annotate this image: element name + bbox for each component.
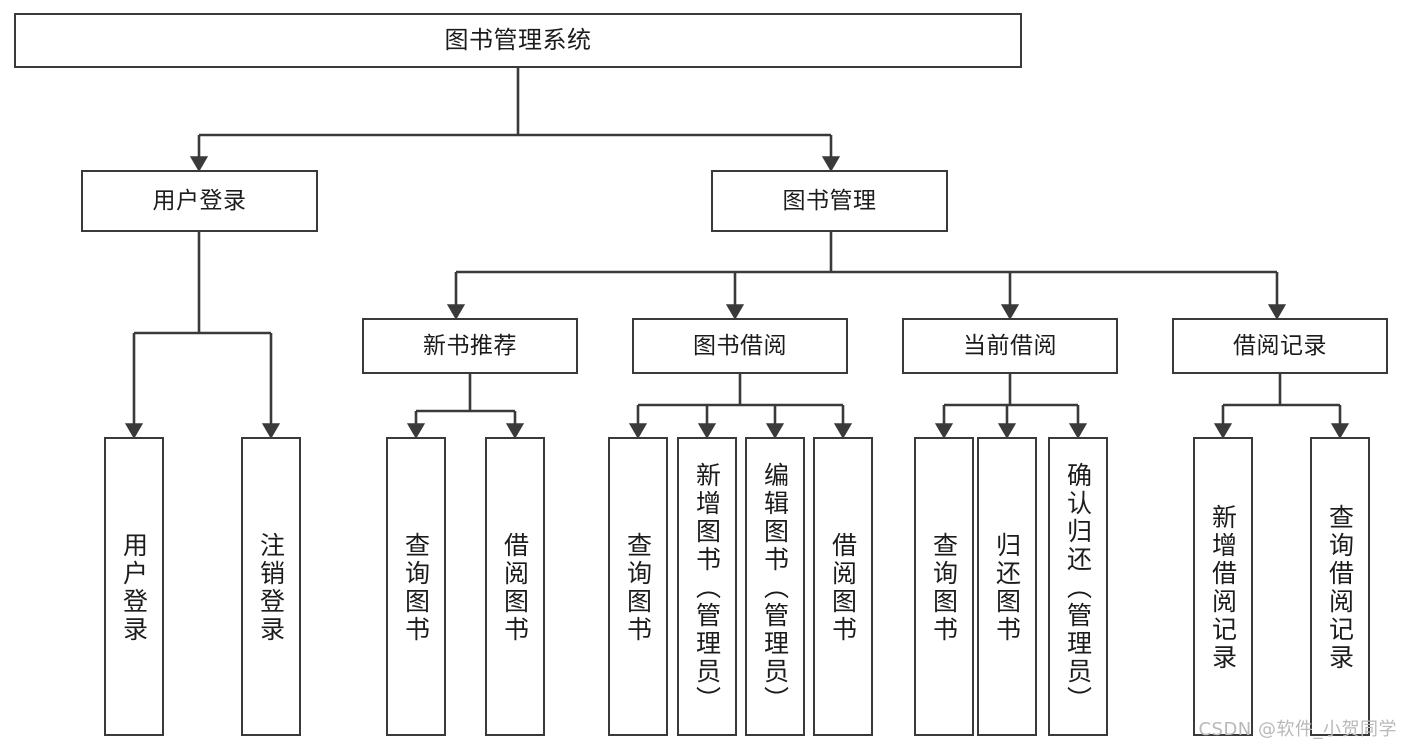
node-book-borrow-label: 图书借阅 <box>693 332 787 359</box>
leaf-return-book-label: 归还图书 <box>992 531 1022 644</box>
edge-book-management-to-level3 <box>446 232 1287 320</box>
leaf-add-record-label: 新增借阅记录 <box>1208 503 1238 672</box>
leaf-user-logout-label: 注销登录 <box>256 531 286 644</box>
leaf-edit-book-label: 编辑图书（管理员） <box>760 461 790 714</box>
leaf-borrow-book-2[interactable]: 借阅图书 <box>813 437 873 736</box>
leaf-query-book-2[interactable]: 查询图书 <box>608 437 668 736</box>
edge-user-login-to-leaves <box>124 232 281 439</box>
leaf-confirm-return[interactable]: 确认归还（管理员） <box>1048 437 1108 736</box>
leaf-borrow-book-1[interactable]: 借阅图书 <box>485 437 545 736</box>
node-user-login-label: 用户登录 <box>152 187 247 214</box>
node-user-login[interactable]: 用户登录 <box>81 170 318 232</box>
leaf-borrow-book-1-label: 借阅图书 <box>500 531 530 644</box>
node-new-book-recommend-label: 新书推荐 <box>423 332 517 359</box>
node-book-management-label: 图书管理 <box>782 187 877 214</box>
leaf-return-book[interactable]: 归还图书 <box>977 437 1037 736</box>
leaf-query-book-2-label: 查询图书 <box>623 531 653 644</box>
node-borrow-record-label: 借阅记录 <box>1233 332 1327 359</box>
leaf-query-record-label: 查询借阅记录 <box>1325 503 1355 672</box>
leaf-user-login[interactable]: 用户登录 <box>104 437 164 736</box>
leaf-add-book-label: 新增图书（管理员） <box>692 461 722 714</box>
edge-root-to-level2 <box>189 68 841 172</box>
leaf-confirm-return-label: 确认归还（管理员） <box>1063 461 1093 714</box>
leaf-query-book-3-label: 查询图书 <box>929 531 959 644</box>
leaf-user-logout[interactable]: 注销登录 <box>241 437 301 736</box>
leaf-edit-book[interactable]: 编辑图书（管理员） <box>745 437 805 736</box>
edge-new-book-recommend-to-leaves <box>406 374 525 439</box>
edge-current-borrow-to-leaves <box>934 374 1088 439</box>
node-root-label: 图书管理系统 <box>444 25 592 54</box>
node-new-book-recommend[interactable]: 新书推荐 <box>362 318 578 374</box>
node-borrow-record[interactable]: 借阅记录 <box>1172 318 1388 374</box>
node-current-borrow-label: 当前借阅 <box>963 332 1057 359</box>
leaf-add-record[interactable]: 新增借阅记录 <box>1193 437 1253 736</box>
leaf-add-book[interactable]: 新增图书（管理员） <box>677 437 737 736</box>
edge-book-borrow-to-leaves <box>628 374 853 439</box>
node-book-management[interactable]: 图书管理 <box>711 170 948 232</box>
watermark: CSDN @软件_小贺同学 <box>1198 719 1397 740</box>
leaf-query-book-3[interactable]: 查询图书 <box>914 437 974 736</box>
leaf-user-login-label: 用户登录 <box>119 531 149 644</box>
leaf-query-book-1[interactable]: 查询图书 <box>386 437 446 736</box>
node-root[interactable]: 图书管理系统 <box>14 13 1022 68</box>
leaf-borrow-book-2-label: 借阅图书 <box>828 531 858 644</box>
leaf-query-book-1-label: 查询图书 <box>401 531 431 644</box>
node-book-borrow[interactable]: 图书借阅 <box>632 318 848 374</box>
edge-borrow-record-to-leaves <box>1213 374 1350 439</box>
leaf-query-record[interactable]: 查询借阅记录 <box>1310 437 1370 736</box>
node-current-borrow[interactable]: 当前借阅 <box>902 318 1118 374</box>
